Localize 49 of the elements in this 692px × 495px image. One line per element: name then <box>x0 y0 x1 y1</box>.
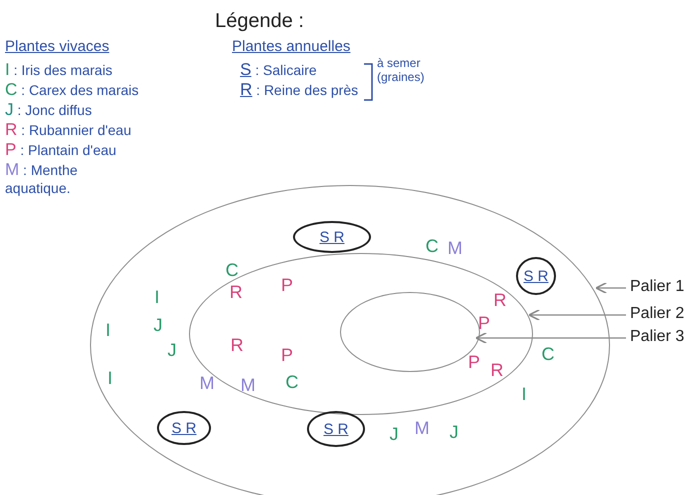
legend-entry: J : Jonc diffus <box>5 100 92 120</box>
plant-letter: I <box>108 369 112 387</box>
plant-letter: C <box>286 373 298 391</box>
plant-letter: J <box>168 341 176 359</box>
plant-letter: I <box>106 321 110 339</box>
arrow <box>475 332 626 344</box>
seed-patch-oval: S R <box>516 257 556 295</box>
plant-letter: C <box>542 345 554 363</box>
legend-heading: Plantes annuelles <box>232 38 350 55</box>
note: à semer (graines) <box>377 56 426 85</box>
seed-patch-oval: S R <box>293 221 371 253</box>
legend-entry: R : Reine des près <box>240 80 358 100</box>
plant-letter: P <box>281 276 293 294</box>
plant-letter: M <box>448 239 462 257</box>
plant-letter: R <box>490 361 504 379</box>
level-label: Palier 2 <box>630 305 684 323</box>
plant-letter: C <box>426 237 438 255</box>
legend-title: Légende : <box>215 10 304 33</box>
pond-zone-outline <box>340 292 480 372</box>
legend-entry: R : Rubannier d'eau <box>5 120 132 140</box>
legend-entry: I : Iris des marais <box>5 60 112 80</box>
legend-entry: P : Plantain d'eau <box>5 140 116 160</box>
plant-letter: J <box>450 423 458 441</box>
plant-letter: R <box>230 336 244 354</box>
arrow <box>595 282 626 294</box>
plant-letter: R <box>494 291 506 309</box>
plant-letter: P <box>281 346 293 364</box>
pond-zone-outline <box>90 185 610 495</box>
plant-letter: M <box>240 376 256 394</box>
plant-letter: M <box>414 419 430 437</box>
seed-patch-oval: S R <box>307 411 365 447</box>
plant-letter: J <box>154 316 162 334</box>
plant-letter: M <box>200 374 214 392</box>
plant-letter: I <box>522 385 526 403</box>
legend-entry: C : Carex des marais <box>5 80 139 100</box>
level-label: Palier 3 <box>630 328 684 346</box>
plant-letter: R <box>230 283 242 301</box>
level-label: Palier 1 <box>630 278 684 296</box>
plant-letter: P <box>468 353 480 371</box>
legend-entry: M : Menthe aquatique. <box>5 160 79 196</box>
legend-entry: S : Salicaire <box>240 60 317 80</box>
plant-letter: P <box>478 314 490 332</box>
legend-heading: Plantes vivaces <box>5 38 110 55</box>
seed-patch-oval: S R <box>157 411 211 445</box>
arrow <box>528 309 626 321</box>
plant-letter: C <box>226 261 238 279</box>
pond-zone-outline <box>189 253 533 415</box>
plant-letter: J <box>390 425 398 443</box>
plant-letter: I <box>154 288 160 306</box>
